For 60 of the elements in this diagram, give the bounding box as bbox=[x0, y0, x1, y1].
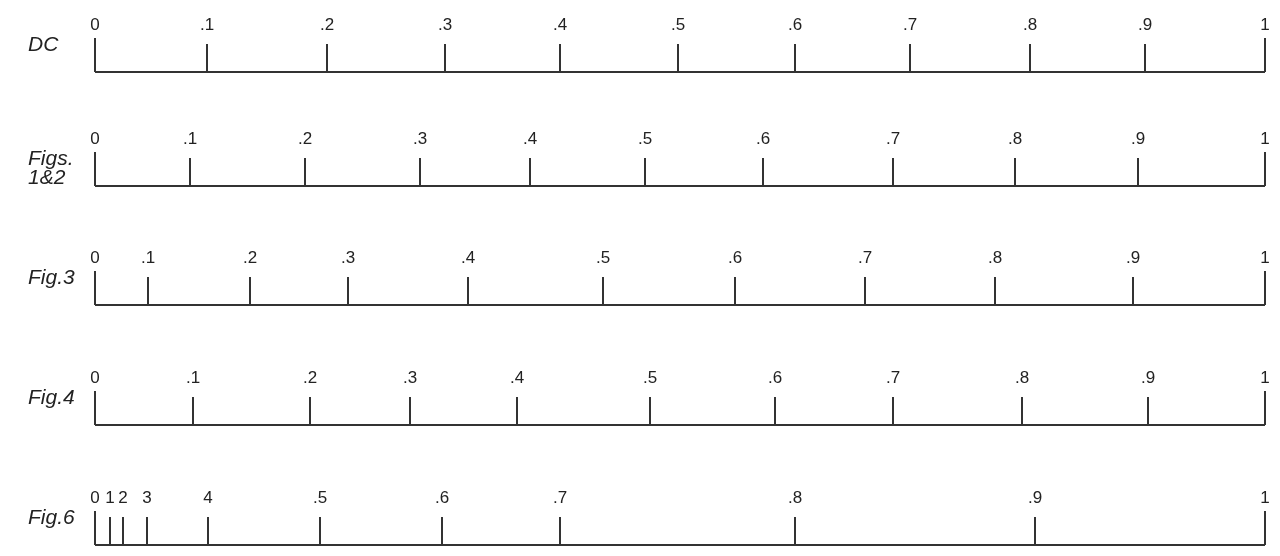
tick-label: .5 bbox=[595, 249, 611, 267]
tick-label: .8 bbox=[1022, 16, 1038, 34]
row-label: Fig.6 bbox=[28, 507, 76, 526]
tick-label: .6 bbox=[727, 249, 743, 267]
tick-label: .3 bbox=[340, 249, 356, 267]
tick-label: 0 bbox=[90, 249, 100, 267]
tick-label: .4 bbox=[522, 130, 538, 148]
tick-label: .4 bbox=[509, 369, 525, 387]
tick-label: .5 bbox=[670, 16, 686, 34]
tick-label: .7 bbox=[902, 16, 918, 34]
tick-label: .7 bbox=[885, 369, 901, 387]
tick-label: .5 bbox=[642, 369, 658, 387]
tick-label: .1 bbox=[199, 16, 215, 34]
tick-label: 1 bbox=[1260, 489, 1270, 507]
tick-label: .1 bbox=[140, 249, 156, 267]
tick-label: 2 bbox=[118, 489, 128, 507]
tick-label: .9 bbox=[1140, 369, 1156, 387]
tick-label: 0 bbox=[90, 130, 100, 148]
tick-label: 0 bbox=[90, 489, 100, 507]
tick-label: .2 bbox=[297, 130, 313, 148]
tick-label: .4 bbox=[460, 249, 476, 267]
tick-label: .9 bbox=[1125, 249, 1141, 267]
tick-label: .2 bbox=[319, 16, 335, 34]
row-label: DC bbox=[28, 34, 60, 53]
tick-label: 1 bbox=[1260, 369, 1270, 387]
tick-label: .1 bbox=[182, 130, 198, 148]
tick-label: .9 bbox=[1027, 489, 1043, 507]
tick-label: .6 bbox=[755, 130, 771, 148]
tick-label: 0 bbox=[90, 369, 100, 387]
tick-label: .9 bbox=[1137, 16, 1153, 34]
tick-label: .4 bbox=[552, 16, 568, 34]
tick-label: .2 bbox=[302, 369, 318, 387]
tick-label: .3 bbox=[402, 369, 418, 387]
tick-label: 0 bbox=[90, 16, 100, 34]
row-label: Figs. 1&2 bbox=[28, 148, 75, 186]
tick-label: .8 bbox=[987, 249, 1003, 267]
tick-label: .1 bbox=[185, 369, 201, 387]
tick-label: .6 bbox=[434, 489, 450, 507]
tick-label: .3 bbox=[437, 16, 453, 34]
tick-label: 1 bbox=[1260, 130, 1270, 148]
tick-label: .6 bbox=[767, 369, 783, 387]
tick-label: .3 bbox=[412, 130, 428, 148]
tick-label: .8 bbox=[1014, 369, 1030, 387]
tick-label: .7 bbox=[885, 130, 901, 148]
tick-label: .7 bbox=[552, 489, 568, 507]
tick-label: .5 bbox=[637, 130, 653, 148]
tick-label: .6 bbox=[787, 16, 803, 34]
tick-label: .9 bbox=[1130, 130, 1146, 148]
tick-label: 1 bbox=[1260, 16, 1270, 34]
tick-label: .5 bbox=[312, 489, 328, 507]
tick-label: .7 bbox=[857, 249, 873, 267]
tick-label: .2 bbox=[242, 249, 258, 267]
tick-label: 1 bbox=[1260, 249, 1270, 267]
tick-label: 3 bbox=[142, 489, 152, 507]
row-label: Fig.4 bbox=[28, 387, 76, 406]
row-label: Fig.3 bbox=[28, 267, 76, 286]
tick-label: .8 bbox=[1007, 130, 1023, 148]
tick-label: .8 bbox=[787, 489, 803, 507]
tick-label: 4 bbox=[203, 489, 213, 507]
tick-label: 1 bbox=[105, 489, 115, 507]
